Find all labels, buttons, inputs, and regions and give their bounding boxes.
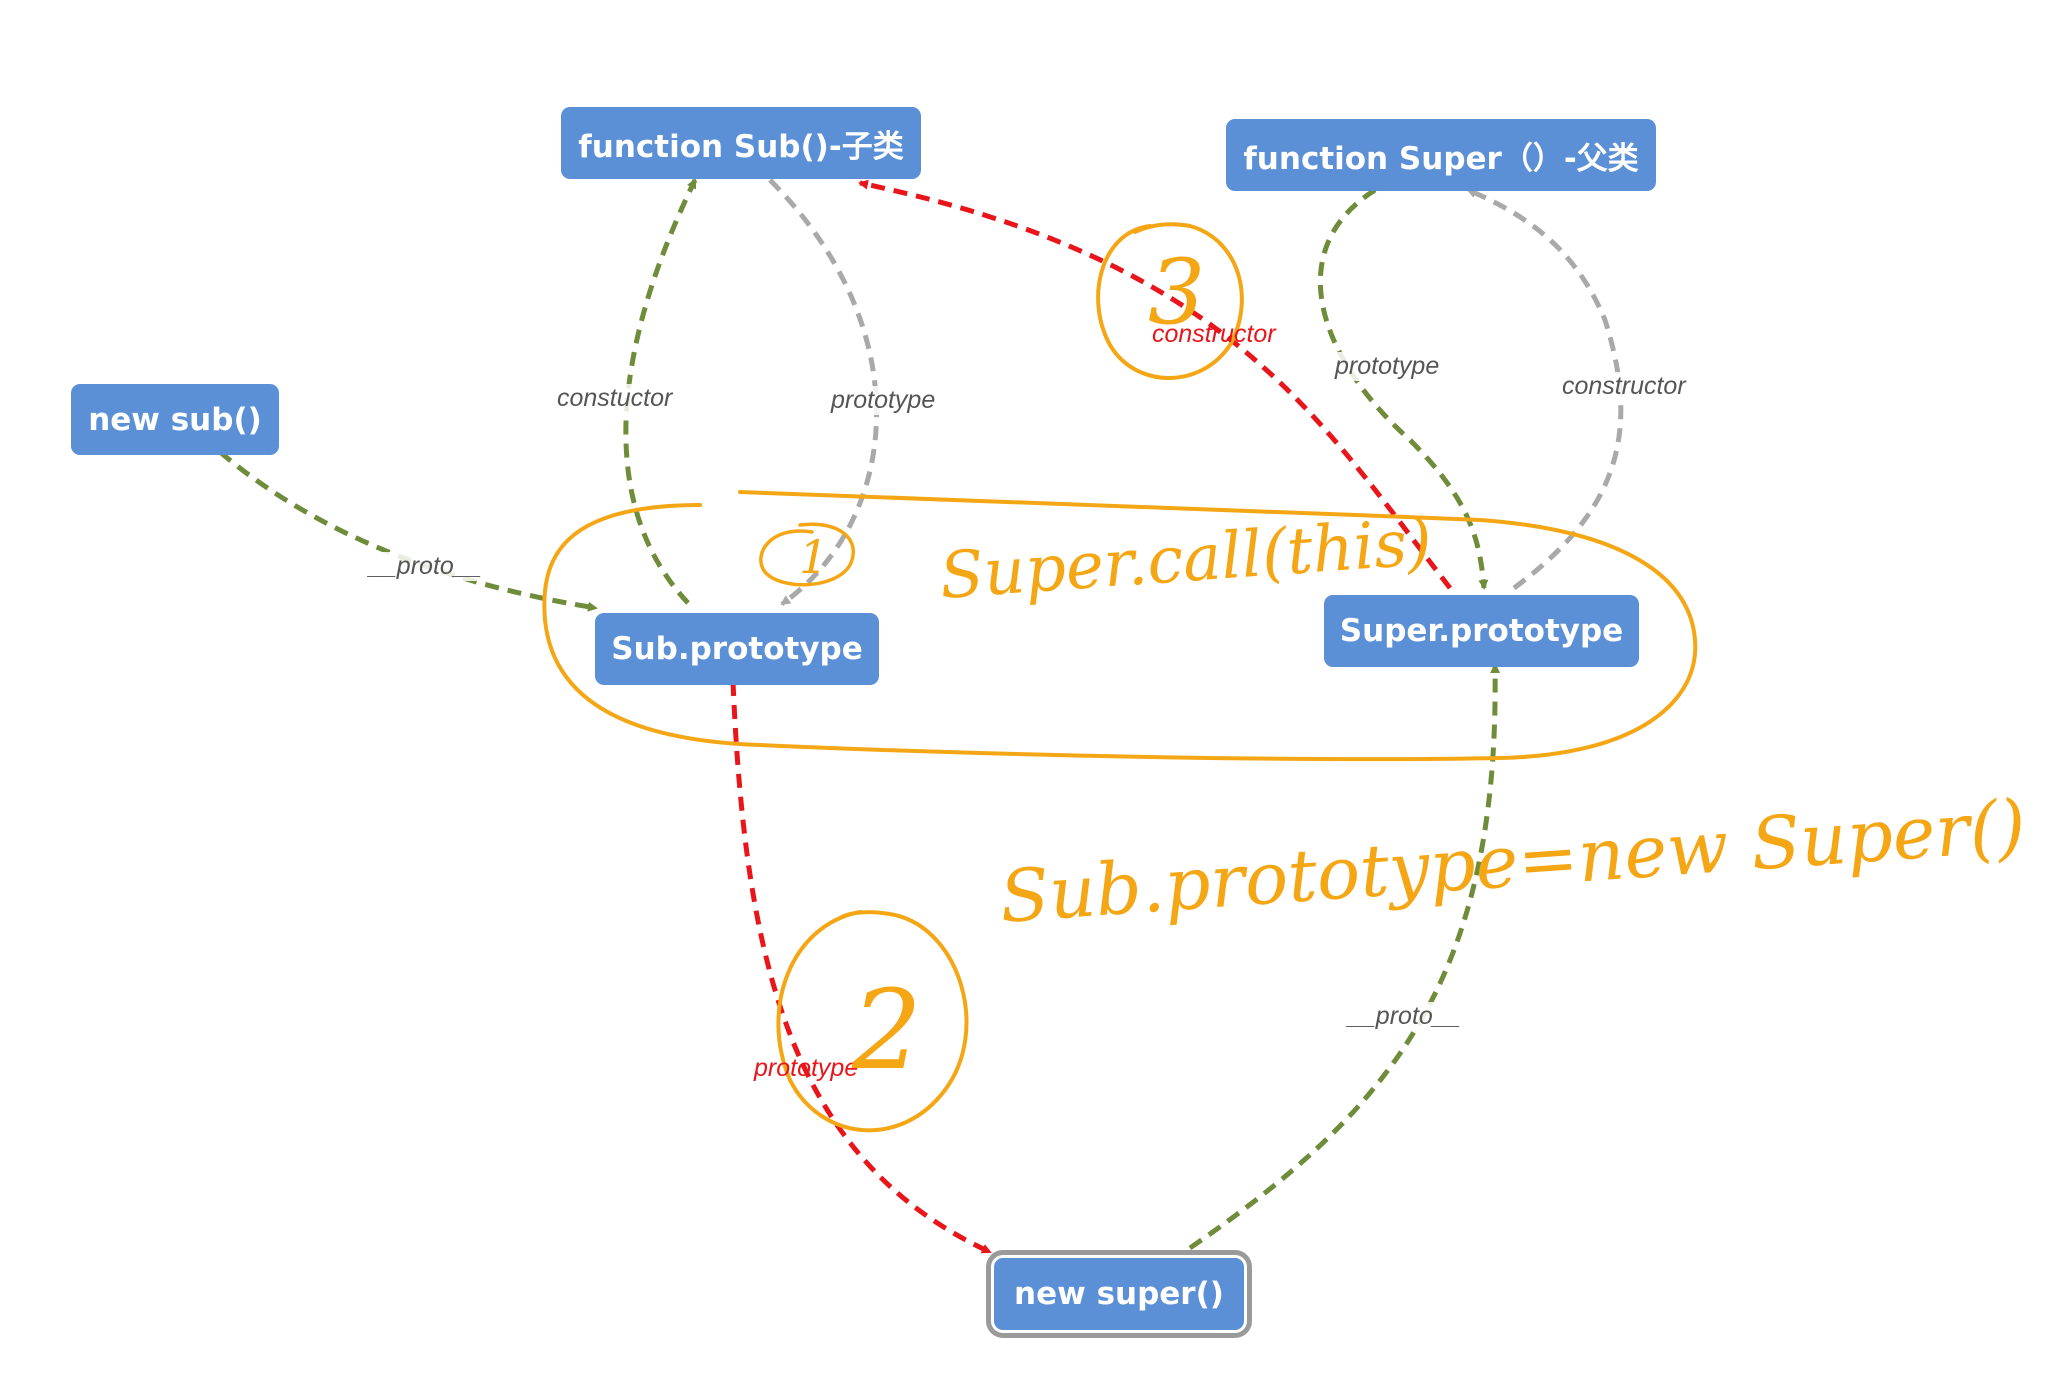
label-super-constructor: constructor xyxy=(1560,372,1688,401)
node-super-prototype[interactable]: Super.prototype xyxy=(1324,595,1639,667)
handwritten-step-2: 2 xyxy=(852,966,922,1094)
edge-super-prototype xyxy=(1317,187,1489,590)
handdrawn-ellipse-prototypes xyxy=(542,490,1698,762)
handdrawn-circle-step-1 xyxy=(759,522,855,587)
edge-super-constructor xyxy=(1466,187,1624,591)
edge-new-sub-proto xyxy=(218,450,598,612)
node-sub-prototype[interactable]: Sub.prototype xyxy=(595,613,879,685)
label-sub-constructor: constuctor xyxy=(555,384,675,413)
label-new-super-proto: __proto__ xyxy=(1346,1002,1463,1031)
edge-new-super-proto xyxy=(1188,663,1501,1251)
handdrawn-circle-step-3 xyxy=(1096,222,1244,380)
handdrawn-circle-step-2 xyxy=(776,910,969,1133)
handwritten-step-3: 3 xyxy=(1148,240,1206,345)
edge-sub-constructor xyxy=(623,178,698,605)
edge-sub-prototype xyxy=(768,178,879,607)
node-sub-function[interactable]: function Sub()-子类 xyxy=(561,107,921,179)
label-red-constructor: constructor xyxy=(1152,320,1276,348)
node-new-sub[interactable]: new sub() xyxy=(71,384,279,455)
node-super-function[interactable]: function Super（）-父类 xyxy=(1226,119,1656,191)
label-new-sub-proto: __proto__ xyxy=(367,552,484,581)
label-super-prototype: prototype xyxy=(1333,352,1442,381)
label-red-prototype: prototype xyxy=(754,1054,859,1082)
node-new-super[interactable]: new super() xyxy=(986,1250,1252,1338)
handwritten-step-1: 1 xyxy=(799,530,829,584)
label-sub-prototype: prototype xyxy=(829,386,938,415)
